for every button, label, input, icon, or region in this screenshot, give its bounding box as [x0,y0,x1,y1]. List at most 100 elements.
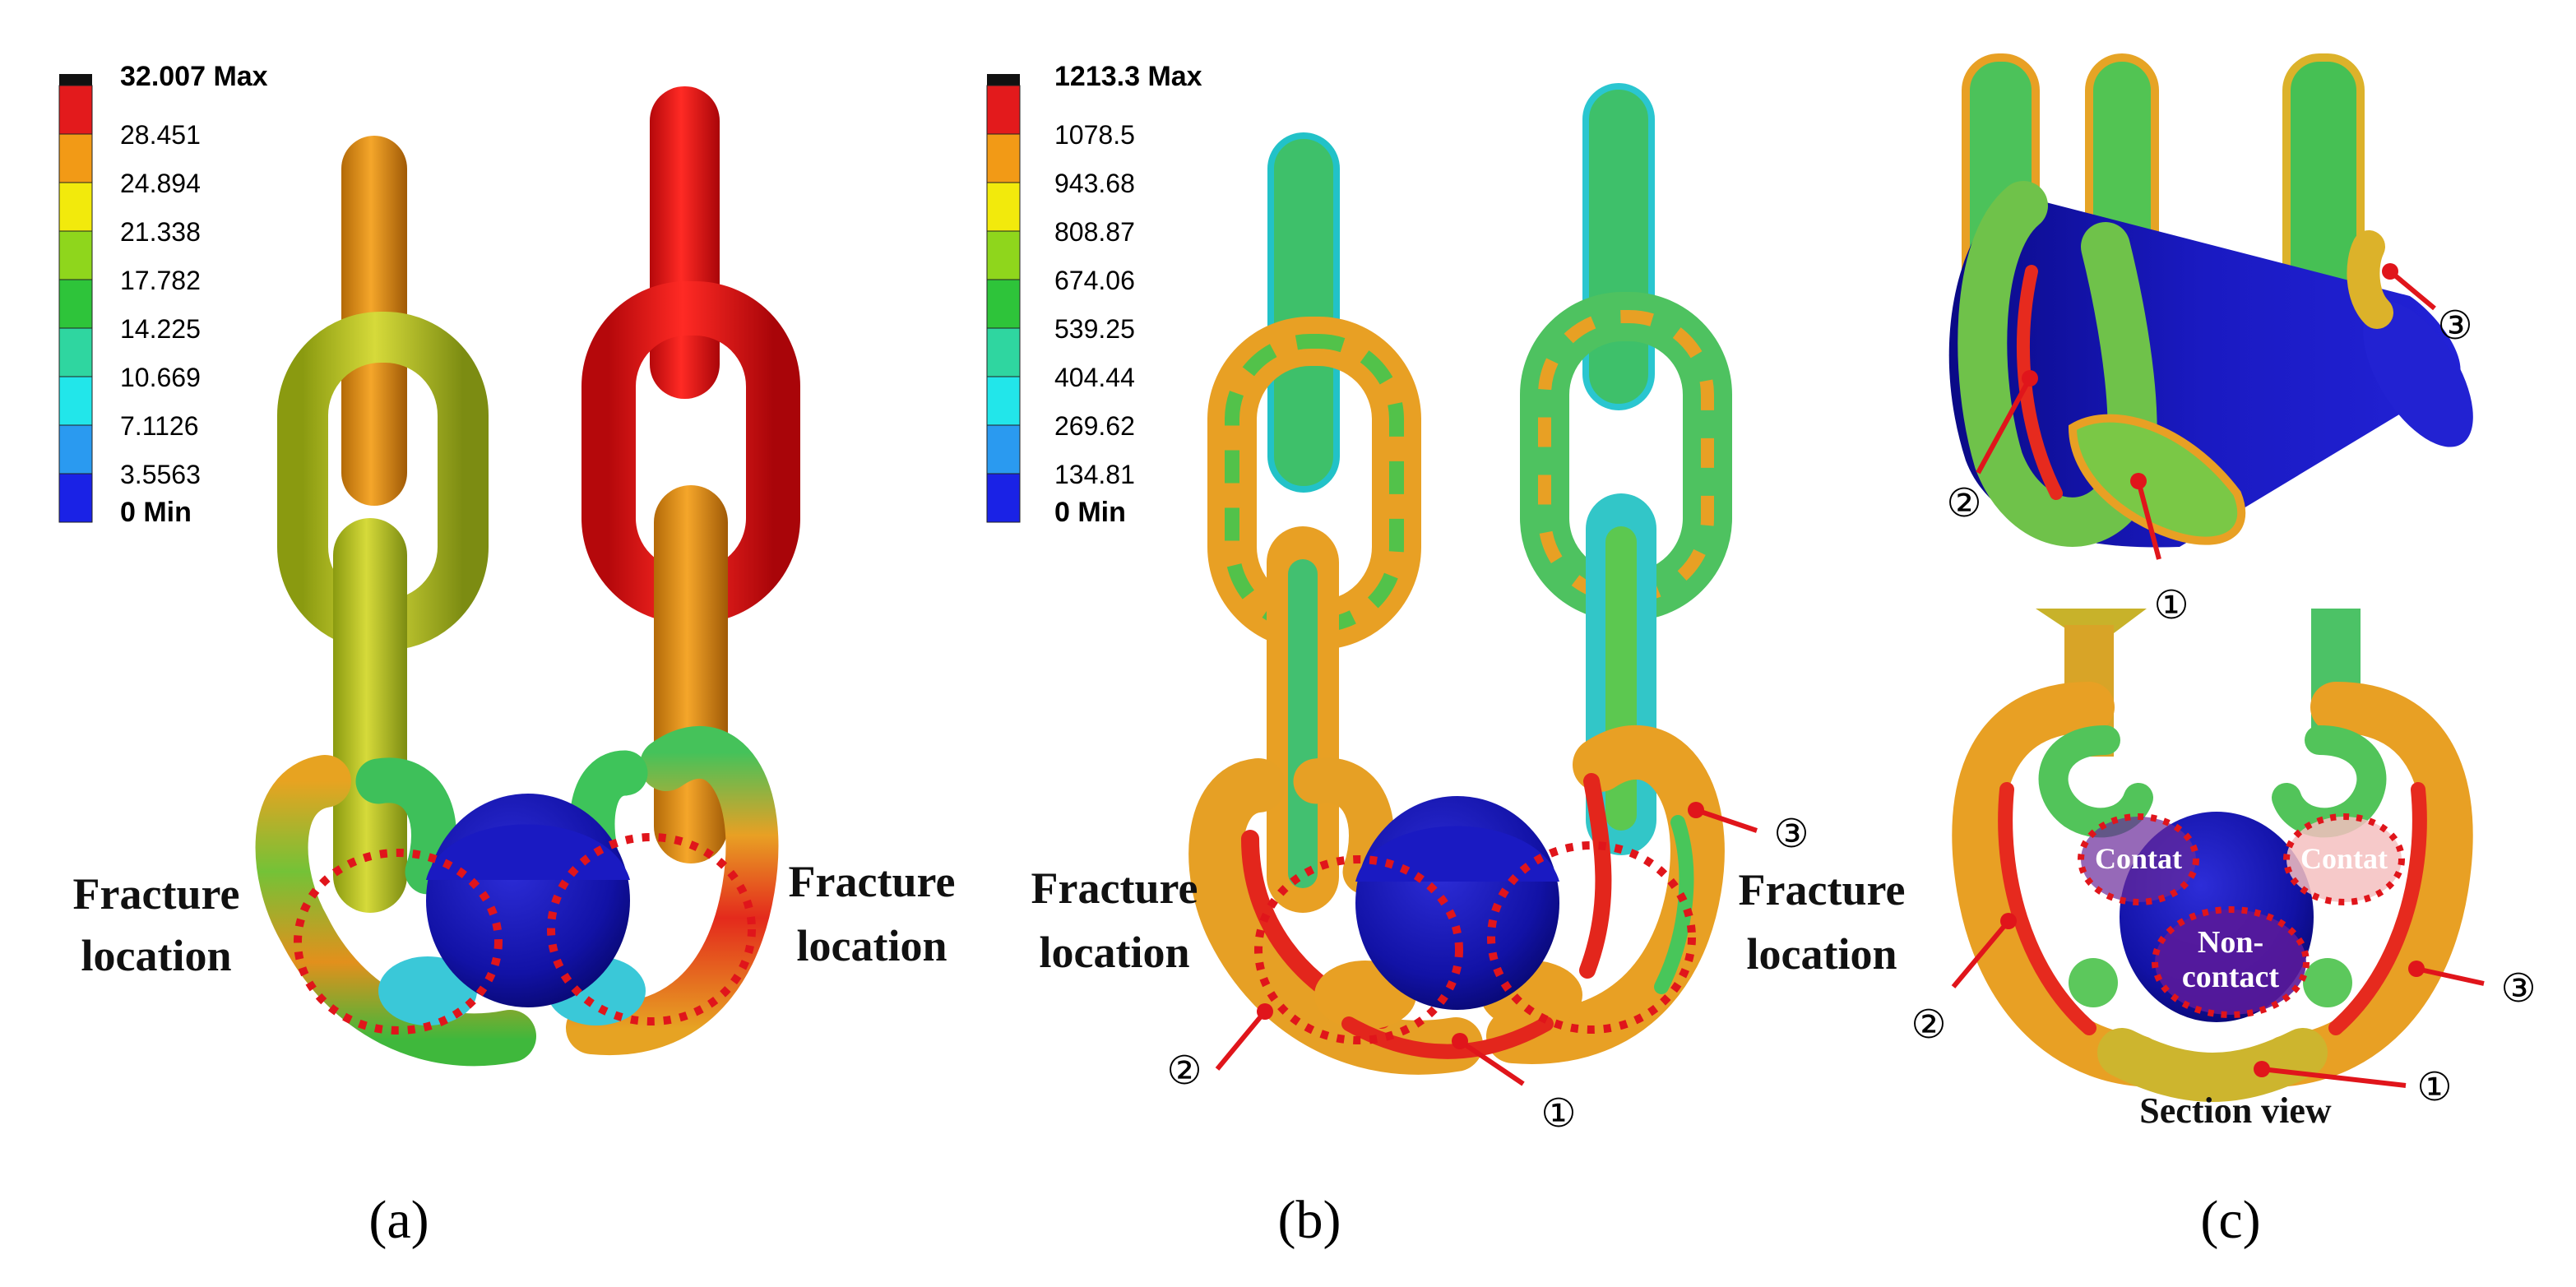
marker-c-bot-3-dot [2408,961,2425,977]
marker-c-top-1-line [2136,480,2161,560]
legend-b-bar-2 [986,182,1021,232]
chain-a-left [255,136,536,1067]
panel-c-top: ① ② ③ [1946,53,2473,627]
legend-a-bar-2 [58,182,93,232]
label-noncontact-1: Non- [2198,925,2263,960]
legend-a-bar-8 [58,473,93,523]
chain-c-top-lower-link [2068,414,2246,545]
caption-b: (b) [1278,1190,1341,1250]
legend-a-min: 0 Min [120,497,192,528]
label-noncontact-2: contact [2182,960,2280,994]
chain-b-right-link-2-inner [1538,310,1714,603]
legend-a-max: 32.007 Max [120,61,268,92]
legend-a-bar-7 [58,424,93,475]
legend-b-max: 1213.3 Max [1054,61,1202,92]
marker-b-2: ② [1166,1049,1202,1093]
fracture-circle-b-left [1254,855,1463,1044]
loop-c-right [2261,682,2473,1086]
legend-a-tick-5: 10.669 [120,363,201,392]
chain-c-top-front-link [1957,181,2157,547]
legend-a-bar-3 [58,230,93,280]
label-a-left-1: Fracture [73,869,240,919]
legend-a-bar-4 [58,279,93,329]
marker-b-1-dot [1452,1033,1468,1049]
chain-a-right [566,86,800,1056]
legend-a-tick-4: 14.225 [120,314,201,344]
label-b-right-2: location [1747,929,1897,979]
marker-c-bot-2: ② [1911,1003,1946,1047]
marker-c-bot-3: ③ [2500,967,2536,1011]
legend-b-bar-7 [986,424,1021,475]
legend-a-bar-6 [58,376,93,426]
marker-c-bot-2-line [1951,919,2011,988]
loop-c-right-hot [2328,782,2427,1035]
marker-c-bot-2-dot [2000,913,2017,929]
legend-a-tick-1: 24.894 [120,169,201,198]
label-b-left-1: Fracture [1031,863,1198,913]
legend-a-bars [58,85,93,523]
label-a-left-2: location [81,931,232,980]
marker-c-top-3-dot [2382,263,2398,280]
pin-ball-a-cap [426,824,630,880]
chain-a-right-bottom-link [566,725,779,1056]
chain-a-left-bottom-link [255,755,536,1067]
marker-c-top-2-line [1976,377,2032,475]
hook-c-right [2272,725,2387,838]
panel-c-bottom: Contat Contat Non- contact ① ② ③ Section… [1911,609,2537,1250]
legend-b-bars [986,85,1021,523]
legend-a-tick-2: 21.338 [120,217,201,247]
caption-c: (c) [2200,1190,2260,1250]
legend-b: 1213.3 Max 1078.5943.68808.87674.06539.2… [986,61,1202,528]
legend-a-tick-0: 28.451 [120,120,201,150]
marker-b-2-line [1215,1010,1267,1071]
fracture-circle-b-right [1487,841,1696,1034]
label-b-right-1: Fracture [1739,865,1906,914]
legend-a-bar-0 [58,85,93,135]
fracture-circle-a-right [547,833,756,1025]
marker-b-3: ③ [1773,812,1809,856]
legend-b-bar-4 [986,279,1021,329]
chain-b-left-link-3-stripe [1288,559,1318,888]
legend-a-ticks: 28.45124.89421.33817.78214.22510.6697.11… [120,120,201,489]
chain-a-right-link-3 [654,485,728,863]
pin-cone-c-face [2363,301,2473,447]
legend-b-tick-0: 1078.5 [1054,120,1135,150]
legend-a-bar-1 [58,133,93,183]
legend-b-tick-7: 134.81 [1054,460,1135,489]
section-view-label: Section view [2139,1090,2332,1131]
label-contact-left: Contat [2095,842,2182,875]
knob-c-left [2069,958,2118,1007]
chain-a-right-link-top [650,86,720,399]
legend-b-ticks: 1078.5943.68808.87674.06539.25404.44269.… [1054,120,1135,489]
legend-b-tick-5: 404.44 [1054,363,1135,392]
legend-b-tick-4: 539.25 [1054,314,1135,344]
legend-b-bar-0 [986,85,1021,135]
chain-b-right-bottom-link-hot [1579,773,1612,979]
shaft-c-left-head [2036,609,2147,633]
chain-b-right-bottom-link-cool [1654,815,1694,994]
label-a-right-1: Fracture [789,857,956,906]
legend-b-bar-1 [986,133,1021,183]
contact-region-left [2078,813,2199,905]
marker-c-bot-1-line [2261,1067,2407,1088]
label-a-right-2: location [797,921,947,970]
chain-c-top-right-strand [2347,230,2393,329]
marker-c-top-3: ③ [2437,304,2472,348]
noncontact-region [2152,906,2310,1018]
marker-c-top-1-dot [2130,473,2147,489]
panel-a: 32.007 Max 28.45124.89421.33817.78214.22… [58,61,956,1250]
marker-b-2-dot [1257,1003,1273,1020]
contact-region-right [2283,813,2405,905]
legend-a: 32.007 Max 28.45124.89421.33817.78214.22… [58,61,268,528]
legend-a-tick-7: 3.5563 [120,460,201,489]
marker-c-bot-1-dot [2254,1061,2270,1077]
marker-b-3-dot [1688,802,1704,818]
loop-c-left-hot [1998,782,2096,1035]
legend-a-black-cap [59,74,92,86]
marker-c-bot-1: ① [2416,1066,2452,1109]
chain-b-right [1486,83,1732,1064]
legend-b-tick-1: 943.68 [1054,169,1135,198]
fracture-circle-a-left [294,849,503,1035]
